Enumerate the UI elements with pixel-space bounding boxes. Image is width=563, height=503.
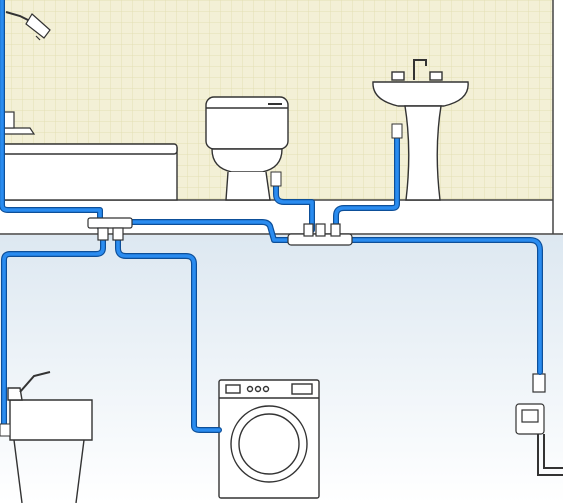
water-meter-icon [515,373,563,476]
upper-manifold [287,223,353,246]
lower-manifold [87,217,133,241]
shower-head-icon [5,11,51,41]
toilet-icon [205,96,289,201]
washing-machine-icon [218,379,320,499]
bathtub-icon [0,111,178,201]
floor-slab [0,199,563,235]
shutoff-valves [0,123,403,437]
utility-sink-valve [0,423,11,437]
sink-icon [372,59,469,201]
toilet-valve [270,171,282,187]
water-pipes [0,0,543,433]
sink-valve [391,123,403,139]
